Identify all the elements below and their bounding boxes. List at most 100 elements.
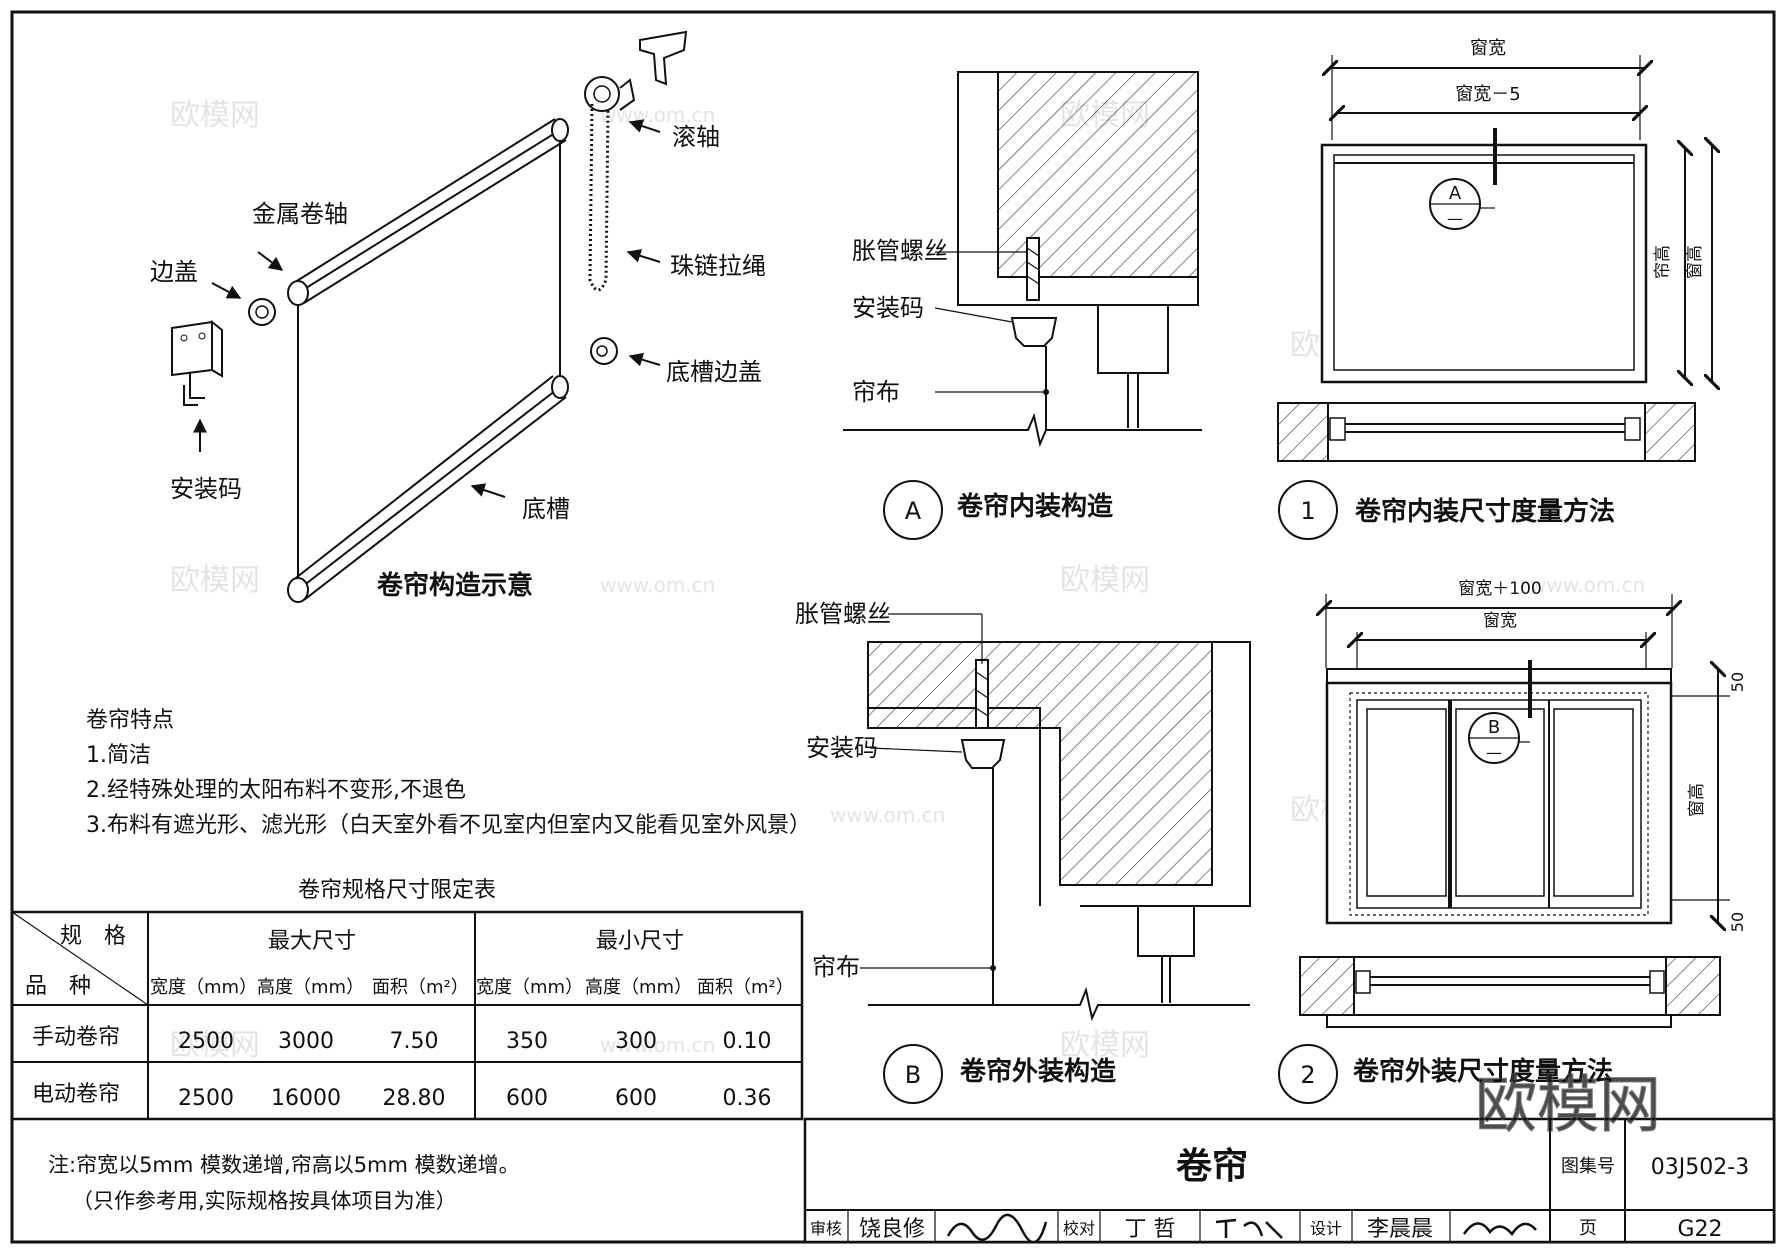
svg-text:A: A xyxy=(1449,183,1462,204)
svg-text:帘布: 帘布 xyxy=(812,953,860,981)
detail-2-measure: 窗宽＋100 窗宽 50 50 窗高 B — xyxy=(1278,579,1747,1104)
svg-text:图集号: 图集号 xyxy=(1561,1156,1615,1177)
detail-a-section: 胀管螺丝 安装码 帘布 A 卷帘内装构造 xyxy=(843,71,1202,540)
svg-text:宽度（mm）: 宽度（mm） xyxy=(476,977,583,998)
reviewer-signature-icon xyxy=(946,1213,1048,1244)
svg-text:600: 600 xyxy=(615,1086,657,1111)
detail-b-marker xyxy=(883,1044,943,1104)
svg-text:0.10: 0.10 xyxy=(723,1029,772,1054)
title-block: 卷帘 图集号 03J502-3 审核 饶良修 校对 丁 哲 设计 李晨晨 页 G… xyxy=(803,1117,1776,1244)
detail-1-title: 卷帘内装尺寸度量方法 xyxy=(1355,496,1615,527)
svg-text:www.om.cn: www.om.cn xyxy=(600,573,715,597)
svg-text:350: 350 xyxy=(506,1029,548,1054)
spec-table: 卷帘规格尺寸限定表 规 格 品 种 最大尺寸 最小尺寸 宽度（mm） 高度（mm… xyxy=(10,878,804,1121)
svg-text:B: B xyxy=(1488,717,1500,738)
svg-text:丁 哲: 丁 哲 xyxy=(1125,1217,1176,1242)
svg-text:胀管螺丝: 胀管螺丝 xyxy=(852,237,948,265)
svg-text:窗宽: 窗宽 xyxy=(1470,38,1506,59)
svg-text:窗宽＋100: 窗宽＋100 xyxy=(1458,579,1541,599)
svg-text:50: 50 xyxy=(1728,672,1747,692)
svg-text:最大尺寸: 最大尺寸 xyxy=(268,929,356,954)
bead-chain-icon xyxy=(588,103,610,292)
detail-a-marker xyxy=(883,480,943,540)
svg-text:www.om.cn: www.om.cn xyxy=(830,803,945,827)
overview-title: 卷帘构造示意 xyxy=(377,570,533,601)
svg-text:窗宽－5: 窗宽－5 xyxy=(1455,84,1520,105)
svg-text:www.om.cn: www.om.cn xyxy=(600,1033,715,1057)
spec-table-title: 卷帘规格尺寸限定表 xyxy=(298,878,496,903)
svg-text:页: 页 xyxy=(1579,1218,1597,1239)
svg-text:校对: 校对 xyxy=(1063,1219,1095,1238)
svg-text:饶良修: 饶良修 xyxy=(859,1217,925,1242)
svg-text:安装码: 安装码 xyxy=(806,734,878,762)
label-bead-chain: 珠链拉绳 xyxy=(670,252,766,280)
svg-text:2: 2 xyxy=(1300,1061,1315,1089)
svg-text:高度（mm）: 高度（mm） xyxy=(585,977,692,998)
svg-text:www.om.cn: www.om.cn xyxy=(1530,573,1645,597)
svg-text:帘高: 帘高 xyxy=(1653,245,1673,279)
label-metal-roller: 金属卷轴 xyxy=(252,200,348,228)
note: 注:帘宽以5mm 模数递增,帘高以5mm 模数递增。 （只作参考用,实际规格按具… xyxy=(48,1153,520,1213)
svg-text:李晨晨: 李晨晨 xyxy=(1367,1217,1433,1242)
page-number: G22 xyxy=(1677,1217,1722,1242)
svg-text:16000: 16000 xyxy=(271,1086,341,1111)
svg-text:7.50: 7.50 xyxy=(390,1029,439,1054)
svg-text:宽度（mm）: 宽度（mm） xyxy=(150,977,257,998)
atlas-number: 03J502-3 xyxy=(1651,1155,1749,1180)
svg-text:胀管螺丝: 胀管螺丝 xyxy=(795,600,891,628)
bottom-rail-end-icon xyxy=(287,577,309,603)
svg-text:窗高: 窗高 xyxy=(1687,783,1707,817)
roller-clutch-icon xyxy=(584,30,688,112)
svg-text:设计: 设计 xyxy=(1310,1219,1342,1238)
brand-watermark: 欧模网 xyxy=(1475,1068,1661,1141)
svg-text:审核: 审核 xyxy=(810,1219,842,1238)
svg-text:高度（mm）: 高度（mm） xyxy=(257,977,364,998)
svg-text:600: 600 xyxy=(506,1086,548,1111)
label-end-cap: 边盖 xyxy=(150,258,198,286)
svg-text:50: 50 xyxy=(1728,912,1747,932)
svg-text:（只作参考用,实际规格按具体项目为准）: （只作参考用,实际规格按具体项目为准） xyxy=(72,1189,457,1213)
svg-text:帘布: 帘布 xyxy=(852,378,900,406)
svg-text:最小尺寸: 最小尺寸 xyxy=(596,929,684,954)
svg-text:B: B xyxy=(905,1061,921,1089)
label-roller: 滚轴 xyxy=(672,123,720,151)
detail-1-marker xyxy=(1278,480,1338,540)
svg-text:28.80: 28.80 xyxy=(383,1086,446,1111)
svg-text:窗宽: 窗宽 xyxy=(1483,611,1517,631)
svg-text:1: 1 xyxy=(1300,497,1315,525)
svg-text:3000: 3000 xyxy=(278,1029,334,1054)
svg-text:0.36: 0.36 xyxy=(723,1086,772,1111)
svg-text:面积（m²）: 面积（m²） xyxy=(697,977,794,998)
svg-text:窗高: 窗高 xyxy=(1685,245,1705,279)
svg-text:A: A xyxy=(905,497,922,525)
svg-text:—: — xyxy=(1486,743,1502,762)
blind-overview: 滚轴 金属卷轴 边盖 珠链拉绳 底槽边盖 安装码 底槽 卷帘构造示意 xyxy=(150,30,766,603)
svg-text:安装码: 安装码 xyxy=(852,294,924,322)
svg-text:面积（m²）: 面积（m²） xyxy=(372,977,469,998)
svg-text:欧模网: 欧模网 xyxy=(170,1028,260,1063)
svg-text:注:帘宽以5mm 模数递增,帘高以5mm 模数递增。: 注:帘宽以5mm 模数递增,帘高以5mm 模数递增。 xyxy=(48,1153,520,1177)
bottom-end-cap-icon xyxy=(590,337,618,365)
bracket-icon xyxy=(171,319,223,406)
svg-text:欧模网: 欧模网 xyxy=(170,98,260,133)
svg-text:2500: 2500 xyxy=(178,1086,234,1111)
svg-text:欧模网: 欧模网 xyxy=(1060,563,1150,598)
end-cap-icon xyxy=(248,298,276,326)
detail-b-title: 卷帘外装构造 xyxy=(960,1056,1116,1087)
detail-1-measure: 窗宽 窗宽－5 帘高 窗高 A — 1 卷帘内装尺寸度量方法 xyxy=(1277,38,1712,540)
svg-text:欧模网: 欧模网 xyxy=(1060,1028,1150,1063)
svg-text:欧模网: 欧模网 xyxy=(170,563,260,598)
svg-text:—: — xyxy=(1447,209,1463,228)
svg-text:www.om.cn: www.om.cn xyxy=(600,103,715,127)
designer-signature-icon xyxy=(1462,1222,1537,1237)
feature-item: 3.布料有遮光形、滤光形（白天室外看不见室内但室内又能看见室外风景） xyxy=(86,813,811,838)
detail-a-title: 卷帘内装构造 xyxy=(957,491,1113,522)
feature-item: 1.简洁 xyxy=(86,743,151,768)
feature-item: 2.经特殊处理的太阳布料不变形,不退色 xyxy=(86,778,466,803)
svg-text:品 种: 品 种 xyxy=(25,974,91,999)
roller-end-icon xyxy=(287,280,309,306)
checker-signature-icon xyxy=(1215,1218,1283,1239)
svg-text:规 格: 规 格 xyxy=(60,924,126,949)
label-bracket: 安装码 xyxy=(170,475,242,503)
